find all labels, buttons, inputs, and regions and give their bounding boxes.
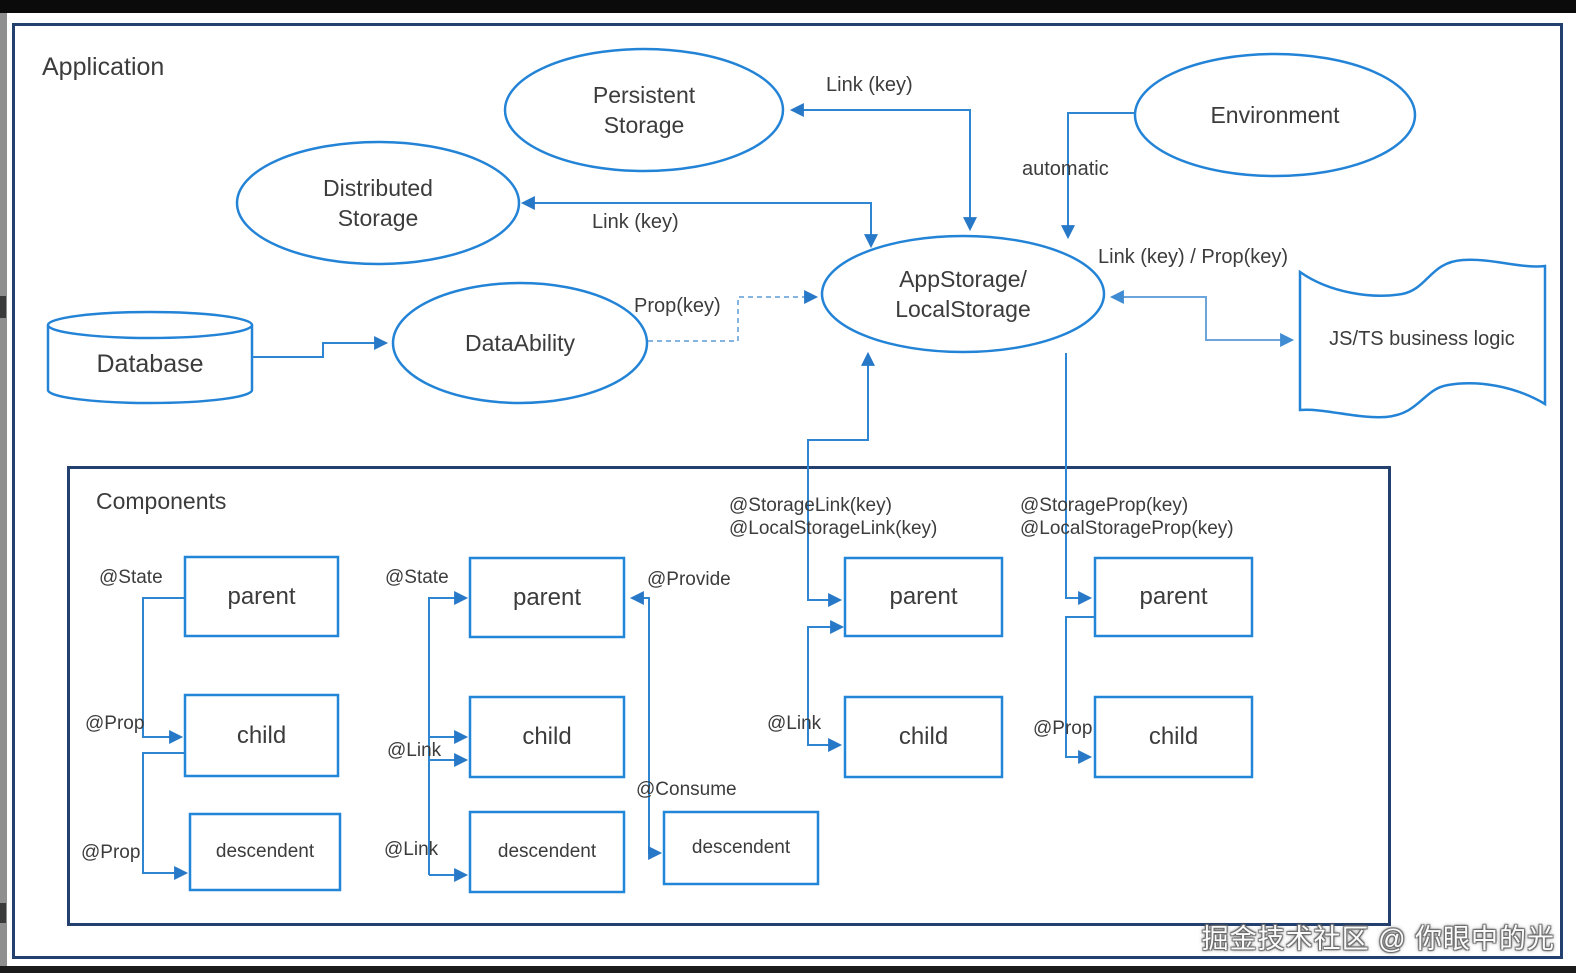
edge-label-link-prop-key: Link (key) / Prop(key)	[1098, 246, 1289, 268]
edge-appstorage-group4-parent	[1065, 353, 1093, 605]
edge-environment-appstorage	[1061, 112, 1136, 240]
edge-label-prop-key: Prop(key)	[634, 295, 721, 317]
group4-child-box	[1093, 695, 1254, 779]
jsts-business-logic-shape	[1298, 258, 1547, 419]
edge-appstorage-group3-parent	[807, 351, 875, 607]
edge-label-automatic: automatic	[1022, 158, 1109, 180]
components-frame	[67, 466, 1391, 926]
edge-group3-parent-child-link	[807, 620, 845, 752]
group2-state-label: @State	[385, 567, 449, 588]
group4-parent-label: parent	[1139, 583, 1208, 610]
group2-child-label: child	[522, 723, 572, 750]
persistent-line2: Storage	[603, 112, 685, 138]
group2-descendent2-label: descendent	[691, 837, 791, 858]
group1-parent-label: parent	[227, 582, 296, 610]
group1-descendent-box	[188, 812, 342, 892]
group2-link-descendent-label: @Link	[384, 839, 439, 860]
group3-child-box	[843, 695, 1004, 779]
dataability-node	[391, 281, 649, 405]
group1-child-box	[183, 693, 340, 778]
edge-appstorage-jsts	[1109, 290, 1295, 347]
group4-localstorageprop-label: @LocalStorageProp(key)	[1020, 518, 1234, 539]
distributed-storage-node	[235, 140, 521, 266]
group1-prop-descendent-label: @Prop	[81, 842, 141, 863]
database-cylinder-top	[46, 310, 254, 340]
application-title: Application	[42, 53, 165, 81]
group2-link-child-label: @Link	[387, 740, 442, 761]
group3-parent-label: parent	[889, 583, 958, 610]
group1-parent-box	[183, 555, 340, 638]
group3-localstoragelink-label: @LocalStorageLink(key)	[729, 518, 938, 539]
jsts-label: JS/TS business logic	[1329, 328, 1515, 350]
environment-node	[1133, 52, 1417, 178]
left-edge-strip	[0, 13, 7, 973]
distributed-line2: Storage	[337, 205, 419, 231]
group2-consume-label: @Consume	[636, 779, 737, 800]
group1-prop-child-label: @Prop	[85, 713, 145, 734]
bottom-black-bar	[0, 966, 1576, 973]
persistent-storage-node	[503, 47, 785, 173]
edge-appstorage-persistent	[789, 103, 977, 232]
distributed-line1: Distributed	[323, 175, 433, 201]
edge-group4-parent-child-prop	[1065, 616, 1095, 764]
top-black-bar	[0, 0, 1576, 13]
left-strip-mark	[0, 296, 6, 318]
group4-prop-label: @Prop	[1033, 718, 1093, 739]
group1-descendent-label: descendent	[215, 841, 315, 862]
appstorage-line1: AppStorage/	[899, 266, 1027, 292]
group2-descendent-box	[468, 810, 626, 894]
appstorage-node	[820, 234, 1106, 354]
distributed-storage-label: Distributed Storage	[258, 173, 498, 233]
components-title: Components	[96, 488, 227, 514]
group4-child-label: child	[1148, 723, 1199, 750]
edge-group2-state-parent	[428, 591, 469, 875]
group4-parent-box	[1093, 556, 1254, 638]
group4-storageprop-label: @StorageProp(key)	[1020, 495, 1189, 516]
appstorage-line2: LocalStorage	[895, 296, 1031, 322]
persistent-line1: Persistent	[592, 82, 696, 108]
edge-label-link-key-persistent: Link (key)	[826, 74, 913, 96]
watermark: 掘金技术社区 @ 你眼中的光	[1201, 924, 1555, 954]
dataability-label: DataAbility	[465, 330, 575, 356]
group2-provide-label: @Provide	[647, 569, 731, 590]
edge-dataability-appstorage-dashed	[648, 290, 819, 342]
group3-link-label: @Link	[767, 713, 822, 734]
group3-storagelink-label: @StorageLink(key)	[729, 495, 892, 516]
group3-child-label: child	[898, 723, 949, 750]
appstorage-label: AppStorage/ LocalStorage	[843, 264, 1083, 324]
database-cylinder	[46, 325, 254, 405]
group2-descendent2-box	[662, 810, 820, 886]
edge-group2-provide-consume	[629, 591, 663, 860]
persistent-storage-label: Persistent Storage	[524, 80, 764, 140]
database-label: Database	[96, 350, 204, 378]
group2-parent-label: parent	[512, 583, 582, 611]
edge-group1-parent-child	[142, 597, 185, 744]
group1-child-label: child	[236, 721, 287, 749]
group1-state-label: @State	[99, 567, 163, 588]
edge-database-dataability	[252, 336, 389, 358]
group2-descendent-label: descendent	[497, 841, 597, 862]
left-strip-mark	[0, 903, 6, 923]
edge-group1-child-descendent	[142, 752, 189, 880]
environment-label: Environment	[1210, 102, 1340, 128]
edge-lines	[142, 103, 1295, 882]
group2-parent-box	[468, 556, 626, 639]
edge-label-link-key-distributed: Link (key)	[592, 211, 679, 233]
group2-child-box	[468, 695, 626, 779]
edge-appstorage-distributed	[520, 196, 878, 249]
